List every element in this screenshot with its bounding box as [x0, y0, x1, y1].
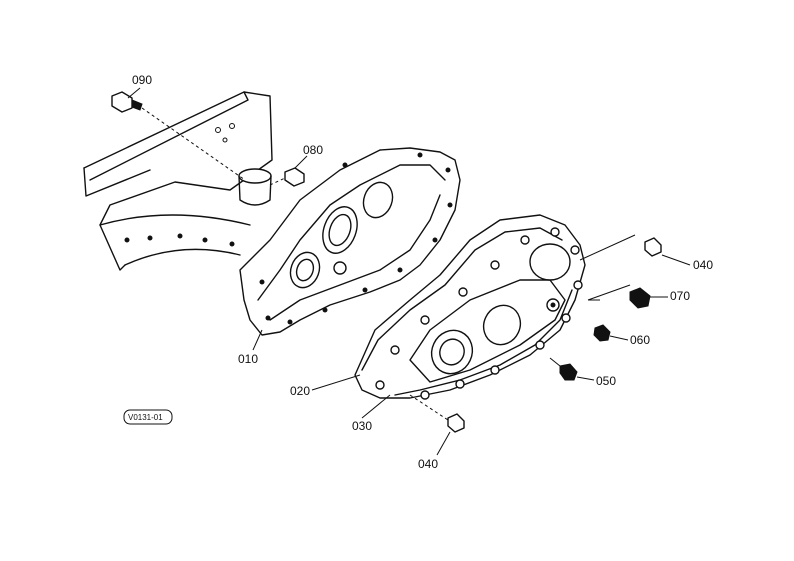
reference-code-box: V0131-01 [123, 409, 173, 425]
pin-040-top [644, 237, 662, 257]
label-090: 090 [132, 73, 152, 87]
frame-bushing [238, 168, 272, 206]
plug-060 [593, 324, 611, 342]
reference-code: V0131-01 [128, 413, 163, 422]
bolt-090 [111, 91, 246, 181]
leader-lines [127, 87, 691, 456]
label-080: 080 [303, 143, 323, 157]
label-010: 010 [238, 352, 258, 366]
pin-040-bottom [409, 394, 465, 433]
frame-beam [83, 91, 273, 271]
label-070: 070 [670, 289, 690, 303]
gear-cover [354, 214, 586, 400]
label-030: 030 [352, 419, 372, 433]
pin-080 [269, 167, 305, 187]
gear-case-010 [239, 147, 461, 336]
label-020: 020 [290, 384, 310, 398]
label-050: 050 [596, 374, 616, 388]
plug-070 [587, 284, 651, 309]
label-060: 060 [630, 333, 650, 347]
bolt-050 [549, 357, 578, 381]
label-040-bottom: 040 [418, 457, 438, 471]
label-040-top: 040 [693, 258, 713, 272]
